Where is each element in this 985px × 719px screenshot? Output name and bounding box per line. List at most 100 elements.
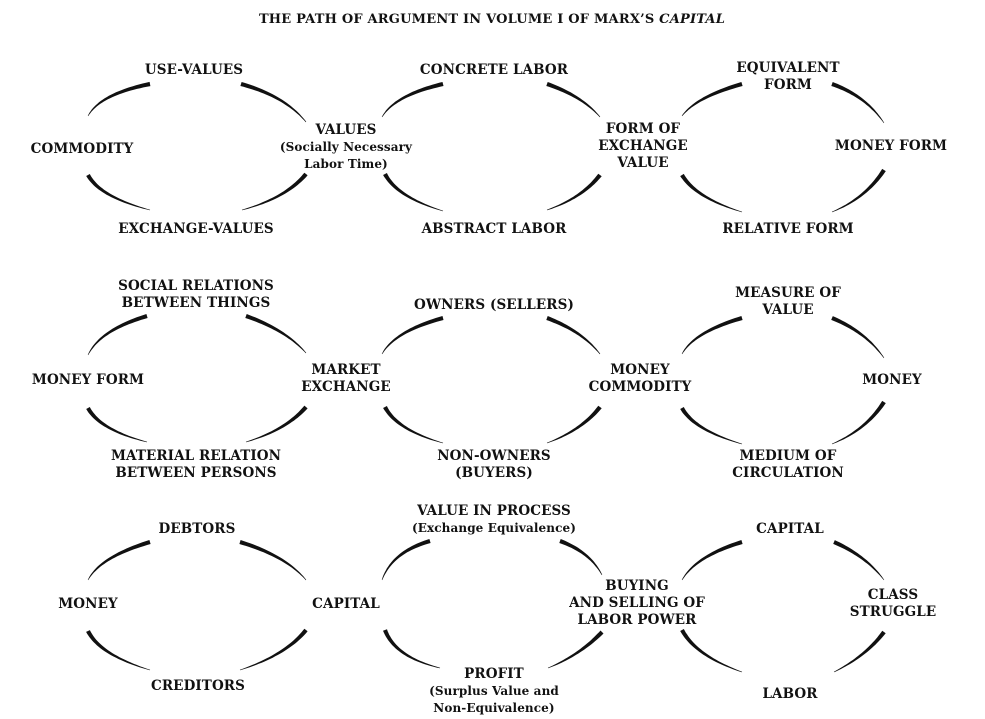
cycle-1-1-left: COMMODITY xyxy=(31,141,134,158)
label-line: PROFIT xyxy=(464,666,524,682)
label-line: EXCHANGE-VALUES xyxy=(118,221,274,237)
cycle-2-2-right: MONEY COMMODITY xyxy=(589,362,692,396)
label-line: (Surplus Value and xyxy=(429,684,559,698)
arc-3-3-upper-right xyxy=(833,540,885,581)
arc-2-3-upper-left xyxy=(681,316,743,355)
cycle-3-2-top: VALUE IN PROCESS (Exchange Equivalence) xyxy=(412,503,576,537)
arc-3-3-upper-left xyxy=(681,540,743,581)
cycle-1-1-right: VALUES (Socially Necessary Labor Time) xyxy=(280,122,412,173)
label-line: NON-OWNERS xyxy=(437,448,551,464)
cycle-2-1-bottom: MATERIAL RELATION BETWEEN PERSONS xyxy=(111,448,281,482)
cycle-2-1-top: SOCIAL RELATIONS BETWEEN THINGS xyxy=(118,278,274,312)
cycle-1-1-bottom: EXCHANGE-VALUES xyxy=(118,221,274,238)
arc-1-3-upper-right xyxy=(831,82,885,124)
cycle-1-3-top: EQUIVALENT FORM xyxy=(736,60,839,94)
title-italic: CAPITAL xyxy=(659,12,726,27)
arc-1-2-upper-right xyxy=(546,82,601,118)
arc-1-2-upper-left xyxy=(381,82,444,118)
arc-2-1-lower-left xyxy=(86,407,148,443)
arc-3-2-lower-left xyxy=(383,629,441,669)
label-line: COMMODITY xyxy=(588,379,692,395)
label-line: MEASURE OF xyxy=(735,285,841,301)
arc-1-1-upper-right xyxy=(240,82,307,123)
arc-1-1-lower-left xyxy=(86,174,151,211)
label-line: VALUE xyxy=(617,155,669,171)
label-line: LABOR POWER xyxy=(577,612,697,628)
cycle-1-3-bottom: RELATIVE FORM xyxy=(722,221,853,238)
cycle-3-2-right: BUYING AND SELLING OF LABOR POWER xyxy=(569,578,705,629)
title-main: THE PATH OF ARGUMENT IN VOLUME I OF MARX… xyxy=(258,12,660,27)
label-line: Non-Equivalence) xyxy=(433,701,555,715)
diagram-title: THE PATH OF ARGUMENT IN VOLUME I OF MARX… xyxy=(259,12,725,27)
arc-3-1-upper-left xyxy=(87,540,151,581)
label-line: CREDITORS xyxy=(151,678,245,694)
label-line: FORM OF xyxy=(605,121,681,137)
arc-2-3-lower-right xyxy=(831,400,886,445)
label-line: STRUGGLE xyxy=(849,604,937,620)
label-line: BETWEEN THINGS xyxy=(121,295,271,311)
cycle-3-1-left: MONEY xyxy=(58,596,117,613)
label-line: ABSTRACT LABOR xyxy=(421,221,567,237)
cycle-3-3-top: CAPITAL xyxy=(756,521,824,538)
cycle-2-2-bottom: NON-OWNERS (BUYERS) xyxy=(437,448,551,482)
cycle-1-2-right: FORM OF EXCHANGE VALUE xyxy=(598,121,687,172)
label-line: (Exchange Equivalence) xyxy=(411,521,577,535)
cycle-2-1-right: MARKET EXCHANGE xyxy=(301,362,390,396)
cycle-3-1-top: DEBTORS xyxy=(159,521,236,538)
cycle-2-3-top: MEASURE OF VALUE xyxy=(735,285,841,319)
arc-1-3-lower-right xyxy=(831,168,886,213)
arc-3-2-upper-right xyxy=(559,539,603,576)
label-line: EQUIVALENT xyxy=(736,60,840,76)
cycle-1-2-top: CONCRETE LABOR xyxy=(420,62,568,79)
arc-2-2-lower-right xyxy=(546,405,602,444)
label-line: USE-VALUES xyxy=(144,62,244,78)
arc-3-3-lower-left xyxy=(680,629,743,673)
cycle-1-3-right: MONEY FORM xyxy=(835,138,947,155)
label-line: COMMODITY xyxy=(30,141,134,157)
arc-2-2-lower-left xyxy=(383,406,444,444)
arc-1-1-lower-right xyxy=(241,172,308,211)
label-line: MONEY xyxy=(610,362,670,378)
label-line: VALUE IN PROCESS xyxy=(417,503,571,519)
label-line: MEDIUM OF xyxy=(739,448,837,464)
arc-3-1-lower-left xyxy=(86,630,151,671)
label-line: MONEY FORM xyxy=(31,372,145,388)
arc-2-3-lower-left xyxy=(680,407,743,445)
label-line: CAPITAL xyxy=(312,596,380,612)
label-line: AND SELLING OF xyxy=(569,595,705,611)
label-line: CLASS xyxy=(867,587,919,603)
label-line: LABOR xyxy=(762,686,818,702)
label-line: SOCIAL RELATIONS xyxy=(118,278,274,294)
label-line: BETWEEN PERSONS xyxy=(115,465,277,481)
arc-1-2-lower-right xyxy=(546,173,602,211)
label-line: (BUYERS) xyxy=(455,465,533,481)
label-line: CIRCULATION xyxy=(732,465,844,481)
arc-3-2-lower-right xyxy=(547,630,604,669)
label-line: EXCHANGE xyxy=(598,138,688,154)
cycle-2-3-right: MONEY xyxy=(862,372,921,389)
arc-1-2-lower-left xyxy=(383,173,444,212)
label-line: OWNERS (SELLERS) xyxy=(414,297,574,313)
cycle-3-1-bottom: CREDITORS xyxy=(151,678,245,695)
arc-2-3-upper-right xyxy=(831,316,885,359)
label-line: VALUES xyxy=(315,122,377,138)
arc-3-1-lower-right xyxy=(239,628,308,671)
label-line: CAPITAL xyxy=(756,521,824,537)
arc-2-2-upper-right xyxy=(546,316,601,355)
cycle-2-1-left: MONEY FORM xyxy=(32,372,144,389)
label-line: MONEY xyxy=(58,596,118,612)
arc-1-1-upper-left xyxy=(87,81,151,117)
cycle-3-3-bottom: LABOR xyxy=(762,686,817,703)
cycle-1-2-bottom: ABSTRACT LABOR xyxy=(422,221,567,238)
label-line: MARKET xyxy=(311,362,381,378)
label-line: MATERIAL RELATION xyxy=(110,448,282,464)
label-line: RELATIVE FORM xyxy=(722,221,854,237)
cycle-3-2-bottom: PROFIT (Surplus Value and Non-Equivalenc… xyxy=(429,666,559,717)
arc-2-2-upper-left xyxy=(381,316,444,355)
cycle-1-1-top: USE-VALUES xyxy=(145,62,243,79)
arc-1-3-upper-left xyxy=(681,82,743,117)
label-line: CONCRETE LABOR xyxy=(419,62,569,78)
arc-2-1-upper-left xyxy=(87,314,148,356)
arc-2-1-lower-right xyxy=(245,405,308,443)
